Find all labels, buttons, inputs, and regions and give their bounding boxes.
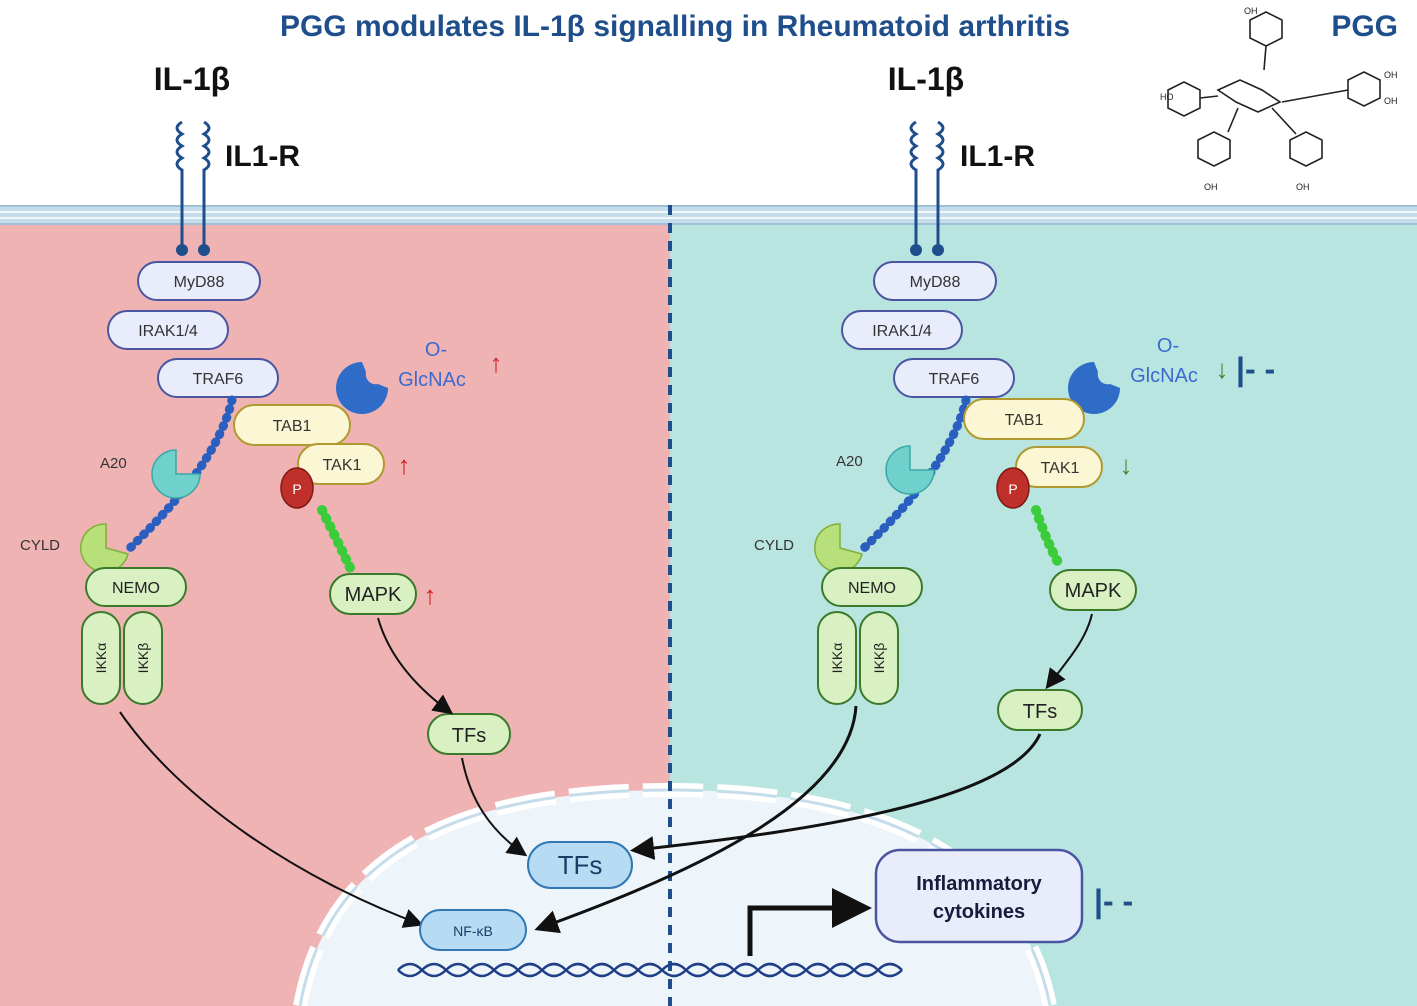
left-green-chain [317, 505, 357, 577]
right-nemo: NEMO [821, 567, 923, 607]
svg-text:HO: HO [1160, 92, 1174, 102]
right-ikka: IKKα [817, 611, 857, 705]
svg-text:MyD88: MyD88 [910, 274, 961, 291]
svg-text:TAB1: TAB1 [273, 418, 312, 435]
right-tab1: TAB1 [963, 398, 1085, 440]
right-traf6: TRAF6 [893, 358, 1015, 398]
right-green-chain [1031, 505, 1065, 571]
svg-text:NEMO: NEMO [848, 580, 896, 597]
left-ikkb: IKKβ [123, 611, 163, 705]
svg-text:TAK1: TAK1 [1041, 460, 1080, 477]
left-a20-label: A20 [100, 455, 127, 472]
svg-text:OH: OH [1384, 70, 1398, 80]
svg-text:MAPK: MAPK [1065, 580, 1122, 602]
left-mapk-to-tfs-arrow [377, 617, 454, 715]
left-il1b-label: IL-1β [154, 61, 230, 97]
inflammatory-cytokines-box: Inflammatory cytokines [874, 848, 1084, 944]
left-phospho: P [280, 467, 314, 509]
right-mapk: MAPK [1049, 569, 1137, 611]
right-a20-label: A20 [836, 453, 863, 470]
svg-text:MyD88: MyD88 [174, 274, 225, 291]
svg-text:OH: OH [1296, 182, 1310, 192]
left-a20-icon [151, 449, 201, 499]
right-il1b-label: IL-1β [888, 61, 964, 97]
right-phospho: P [996, 467, 1030, 509]
left-irak14: IRAK1/4 [107, 310, 229, 350]
svg-text:OH: OH [1384, 96, 1398, 106]
left-tak1: TAK1 [297, 443, 385, 485]
left-ikk-to-nfkb-arrow [119, 711, 424, 928]
right-tfs: TFs [997, 689, 1083, 731]
svg-text:IKKβ: IKKβ [871, 643, 887, 674]
svg-text:IKKα: IKKα [93, 643, 109, 674]
left-cyld-label: CYLD [20, 537, 60, 554]
svg-text:TAB1: TAB1 [1005, 412, 1044, 429]
svg-text:TRAF6: TRAF6 [929, 371, 980, 388]
left-tfs: TFs [427, 713, 511, 755]
svg-text:P: P [292, 481, 301, 497]
svg-text:MAPK: MAPK [345, 584, 402, 606]
left-tfs-to-nuclear-tfs-arrow [461, 757, 528, 857]
left-ikka: IKKα [81, 611, 121, 705]
right-cyld-label: CYLD [754, 537, 794, 554]
svg-text:P: P [1008, 481, 1017, 497]
svg-text:IRAK1/4: IRAK1/4 [138, 323, 198, 340]
right-oglcnac-inhibit-mark: |- - [1236, 351, 1275, 387]
left-cyld-icon [80, 523, 129, 573]
right-oglcnac-label-top: O- [1157, 335, 1179, 357]
cytokines-inhibit-mark: |- - [1094, 883, 1133, 919]
left-oglcnac-icon [336, 362, 388, 414]
svg-text:IKKα: IKKα [829, 643, 845, 674]
transcription-arrow [747, 888, 872, 956]
right-cyld-icon [814, 523, 863, 573]
left-il1r-label: IL1-R [225, 140, 300, 173]
right-tak1: TAK1 [1015, 446, 1103, 488]
cell-membrane [0, 205, 1417, 225]
svg-text:TAK1: TAK1 [323, 457, 362, 474]
svg-text:cytokines: cytokines [933, 901, 1025, 923]
dna-helix [397, 962, 903, 978]
svg-text:NEMO: NEMO [112, 580, 160, 597]
left-oglcnac-label-bottom: GlcNAc [398, 369, 466, 391]
right-oglcnac-down-arrow: ↓ [1216, 354, 1229, 384]
left-traf6: TRAF6 [157, 358, 279, 398]
left-mapk-up-arrow: ↑ [424, 580, 437, 610]
svg-text:IKKβ: IKKβ [135, 643, 151, 674]
svg-text:TFs: TFs [558, 850, 603, 880]
right-oglcnac-icon [1068, 362, 1120, 414]
svg-text:TFs: TFs [1023, 701, 1057, 723]
right-ikk-to-nfkb-arrow [534, 705, 858, 934]
left-mapk: MAPK [329, 573, 417, 615]
right-myd88: MyD88 [873, 261, 997, 301]
right-il1-receptor-icon [909, 120, 945, 256]
svg-text:TFs: TFs [452, 725, 486, 747]
right-mapk-to-tfs-arrow [1045, 613, 1093, 690]
svg-text:OH: OH [1204, 182, 1218, 192]
nuclear-nfkb: NF-κB [419, 909, 527, 951]
right-a20-icon [885, 445, 935, 495]
left-tak1-up-arrow: ↑ [398, 450, 411, 480]
svg-text:IRAK1/4: IRAK1/4 [872, 323, 932, 340]
pgg-label: PGG [1331, 10, 1398, 43]
left-oglcnac-up-arrow: ↑ [490, 348, 503, 378]
svg-text:Inflammatory: Inflammatory [916, 873, 1042, 895]
right-irak14: IRAK1/4 [841, 310, 963, 350]
pgg-structure-icon: HO OH OH OH OH OH [1160, 6, 1398, 192]
right-ikkb: IKKβ [859, 611, 899, 705]
svg-text:OH: OH [1244, 6, 1258, 16]
left-tab1: TAB1 [233, 404, 351, 446]
left-il1-receptor-icon [175, 120, 211, 256]
svg-text:TRAF6: TRAF6 [193, 371, 244, 388]
right-tfs-to-nuclear-tfs-arrow [630, 733, 1042, 860]
left-oglcnac-label-top: O- [425, 339, 447, 361]
diagram-title: PGG modulates IL-1β signalling in Rheuma… [280, 10, 1070, 43]
nuclear-tfs: TFs [527, 841, 633, 889]
right-oglcnac-label-bottom: GlcNAc [1130, 365, 1198, 387]
svg-text:NF-κB: NF-κB [453, 923, 493, 939]
left-myd88: MyD88 [137, 261, 261, 301]
right-il1r-label: IL1-R [960, 140, 1035, 173]
right-tak1-down-arrow: ↓ [1120, 450, 1133, 480]
left-nemo: NEMO [85, 567, 187, 607]
